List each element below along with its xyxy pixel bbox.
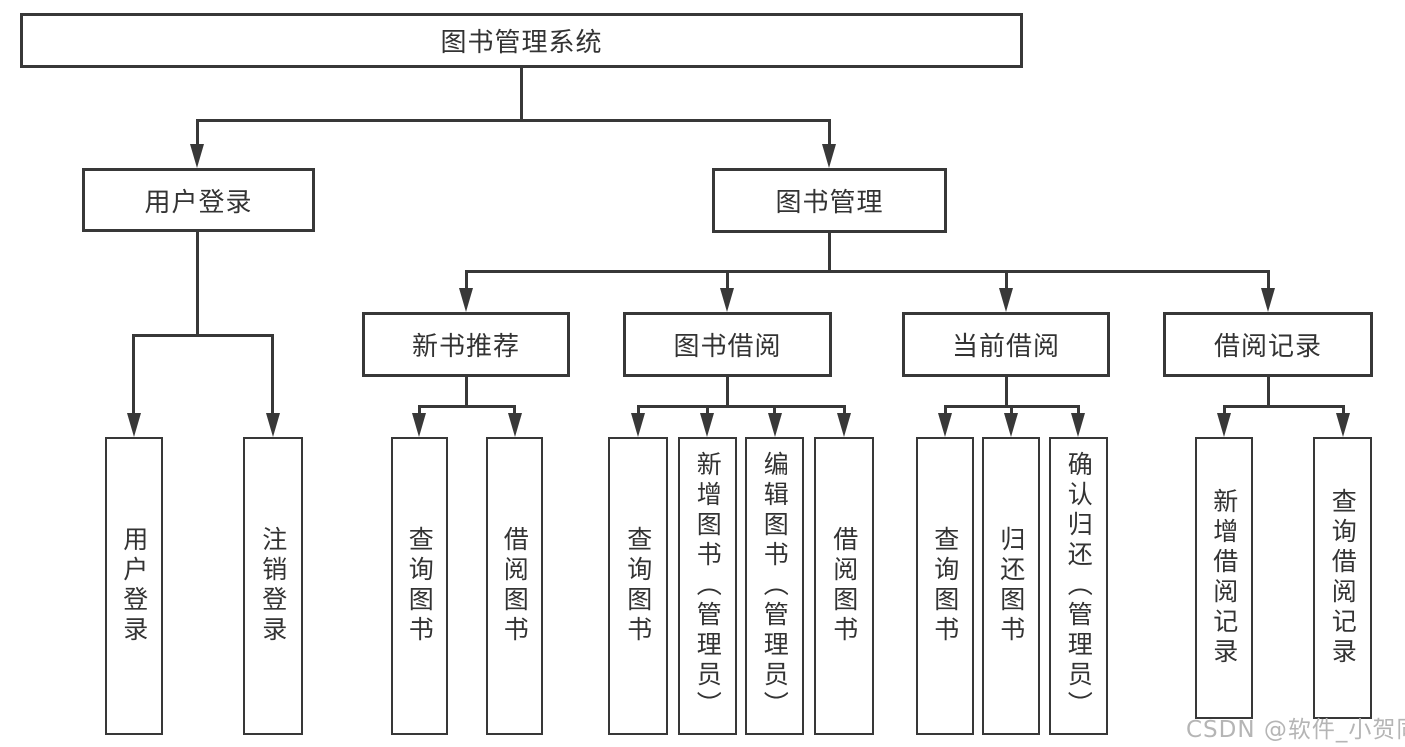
node-library-management-system: 图书管理系统	[20, 13, 1023, 68]
arrow-down-icon	[1071, 413, 1085, 437]
connector-drop	[1010, 405, 1013, 416]
connector-drop	[1223, 405, 1226, 416]
connector-book-management-drop	[828, 230, 831, 272]
arrow-down-icon	[459, 288, 473, 312]
leaf-label: 查询借阅记录	[1328, 488, 1358, 668]
arrow-down-icon	[822, 144, 836, 168]
node-label: 当前借阅	[951, 332, 1060, 362]
arrow-down-icon	[837, 413, 851, 437]
connector-current-borrow-drop	[1005, 375, 1008, 407]
connector-new-book-drop	[465, 375, 468, 407]
leaf-label: 借阅图书	[829, 526, 859, 646]
connector-drop-current-borrow	[1005, 270, 1008, 290]
leaf-query-books-borrow: 查询图书	[608, 437, 668, 735]
node-label: 图书管理系统	[440, 28, 603, 58]
node-label: 图书借阅	[673, 332, 782, 362]
leaf-label: 新增借阅记录	[1209, 488, 1239, 668]
leaf-user-login: 用户登录	[105, 437, 163, 735]
leaf-query-borrow-record: 查询借阅记录	[1313, 437, 1372, 719]
connector-drop	[637, 405, 640, 416]
leaf-label: 用户登录	[119, 526, 149, 646]
leaf-add-borrow-record: 新增借阅记录	[1195, 437, 1253, 719]
arrow-down-icon	[1217, 413, 1231, 437]
connector-new-book-rail	[418, 405, 516, 408]
leaf-logout: 注销登录	[243, 437, 303, 735]
arrow-down-icon	[1004, 413, 1018, 437]
leaf-query-books-recommend: 查询图书	[391, 437, 448, 735]
watermark: CSDN @软件_小贺同学	[1186, 717, 1405, 743]
leaf-label: 编辑图书（管理员）	[760, 451, 790, 721]
node-label: 新书推荐	[411, 332, 520, 362]
node-label: 图书管理	[775, 188, 884, 218]
node-borrowing-records: 借阅记录	[1163, 312, 1373, 377]
connector-drop	[1342, 405, 1345, 416]
connector-borrow-records-drop	[1267, 375, 1270, 407]
arrow-down-icon	[999, 288, 1013, 312]
arrow-down-icon	[127, 413, 141, 437]
arrow-down-icon	[412, 413, 426, 437]
leaf-label: 查询图书	[405, 526, 435, 646]
connector-drop-leaf-user-login	[132, 334, 135, 416]
leaf-label: 借阅图书	[500, 526, 530, 646]
connector-drop-borrow-records	[1267, 270, 1270, 290]
leaf-label: 查询图书	[623, 526, 653, 646]
connector-drop	[773, 405, 776, 416]
connector-drop	[1077, 405, 1080, 416]
leaf-label: 确认归还（管理员）	[1064, 451, 1094, 721]
connector-drop-new-book	[465, 270, 468, 290]
leaf-label: 归还图书	[996, 526, 1026, 646]
arrow-down-icon	[266, 413, 280, 437]
connector-drop-leaf-logout	[271, 334, 274, 416]
leaf-borrow-books-recommend: 借阅图书	[486, 437, 543, 735]
connector-drop	[944, 405, 947, 416]
node-label: 借阅记录	[1213, 332, 1322, 362]
leaf-borrow-books: 借阅图书	[814, 437, 874, 735]
arrow-down-icon	[631, 413, 645, 437]
connector-level3-rail	[465, 270, 1270, 273]
leaf-confirm-return-admin: 确认归还（管理员）	[1049, 437, 1108, 735]
node-current-borrowing: 当前借阅	[902, 312, 1110, 377]
arrow-down-icon	[190, 144, 204, 168]
arrow-down-icon	[720, 288, 734, 312]
connector-drop	[843, 405, 846, 416]
connector-user-login-rail	[132, 334, 274, 337]
connector-drop	[706, 405, 709, 416]
arrow-down-icon	[938, 413, 952, 437]
arrow-down-icon	[1261, 288, 1275, 312]
arrow-down-icon	[700, 413, 714, 437]
leaf-return-books: 归还图书	[982, 437, 1040, 735]
node-book-management: 图书管理	[712, 168, 947, 233]
leaf-add-book-admin: 新增图书（管理员）	[678, 437, 737, 735]
node-user-login: 用户登录	[82, 168, 315, 232]
node-label: 用户登录	[144, 187, 253, 218]
leaf-label: 注销登录	[258, 526, 288, 646]
connector-drop-book-management	[828, 119, 831, 147]
arrow-down-icon	[508, 413, 522, 437]
connector-user-login-drop	[196, 230, 199, 336]
arrow-down-icon	[768, 413, 782, 437]
leaf-query-books-current: 查询图书	[916, 437, 974, 735]
connector-drop	[513, 405, 516, 416]
connector-level2-rail	[196, 119, 831, 122]
leaf-label: 查询图书	[930, 526, 960, 646]
leaf-label: 新增图书（管理员）	[693, 451, 723, 721]
arrow-down-icon	[1336, 413, 1350, 437]
connector-drop-book-borrow	[726, 270, 729, 290]
connector-drop	[418, 405, 421, 416]
node-new-book-recommendation: 新书推荐	[362, 312, 570, 377]
connector-book-borrow-rail	[637, 405, 846, 408]
leaf-edit-book-admin: 编辑图书（管理员）	[745, 437, 804, 735]
connector-root-drop	[520, 66, 523, 122]
node-book-borrowing: 图书借阅	[623, 312, 832, 377]
connector-borrow-records-rail	[1223, 405, 1344, 408]
connector-book-borrow-drop	[726, 375, 729, 407]
connector-drop-user-login	[196, 119, 199, 147]
